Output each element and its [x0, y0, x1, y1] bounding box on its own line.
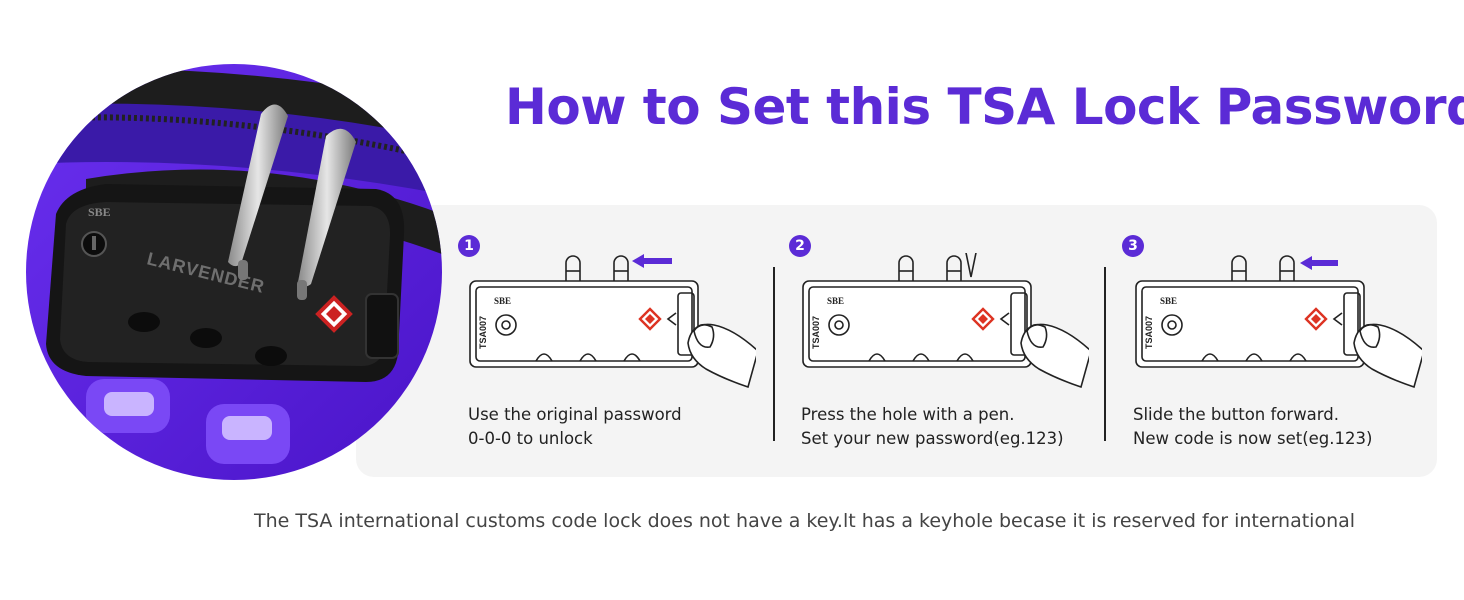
step-caption-line-2: Set your new password(eg.123) — [801, 429, 1064, 448]
lock-mark-label: SBE — [88, 205, 111, 219]
lock-mark-label: SBE — [827, 296, 844, 306]
step-divider — [773, 267, 775, 441]
lock-diagram-slide-forward-icon: SBE TSA007 — [1135, 255, 1422, 389]
step-caption: Use the original password 0-0-0 to unloc… — [468, 403, 682, 451]
lock-model-label: TSA007 — [811, 316, 821, 349]
instruction-card: 1 SBE TSA007 — [356, 205, 1437, 477]
step-caption-line-2: 0-0-0 to unlock — [468, 429, 593, 448]
step-caption-line-1: Press the hole with a pen. — [801, 405, 1015, 424]
step-caption: Press the hole with a pen. Set your new … — [801, 403, 1064, 451]
lock-diagram-slide-icon: SBE TSA007 — [469, 254, 756, 389]
step-1: 1 SBE TSA007 — [456, 205, 756, 477]
step-caption-line-1: Slide the button forward. — [1133, 405, 1340, 424]
step-number-badge: 1 — [458, 235, 480, 257]
step-divider — [1104, 267, 1106, 441]
footnote-text: The TSA international customs code lock … — [254, 510, 1356, 532]
step-number-badge: 3 — [1122, 235, 1144, 257]
lock-mark-label: SBE — [1160, 296, 1177, 306]
lock-mark-label: SBE — [494, 296, 511, 306]
step-caption-line-2: New code is now set(eg.123) — [1133, 429, 1373, 448]
luggage-lock-photo: SBE LARVENDER — [26, 64, 442, 480]
tsa-lock-closeup-icon: SBE LARVENDER — [26, 64, 442, 480]
step-number-badge: 2 — [789, 235, 811, 257]
page-title: How to Set this TSA Lock Password — [505, 78, 1464, 136]
lock-diagram-pen-icon: SBE TSA007 — [802, 253, 1089, 389]
lock-model-label: TSA007 — [1144, 316, 1154, 349]
step-caption: Slide the button forward. New code is no… — [1133, 403, 1372, 451]
lock-model-label: TSA007 — [478, 316, 488, 349]
step-3: 3 SBE TSA007 — [1122, 205, 1422, 477]
step-caption-line-1: Use the original password — [468, 405, 682, 424]
step-2: 2 SBE TSA007 — [789, 205, 1089, 477]
